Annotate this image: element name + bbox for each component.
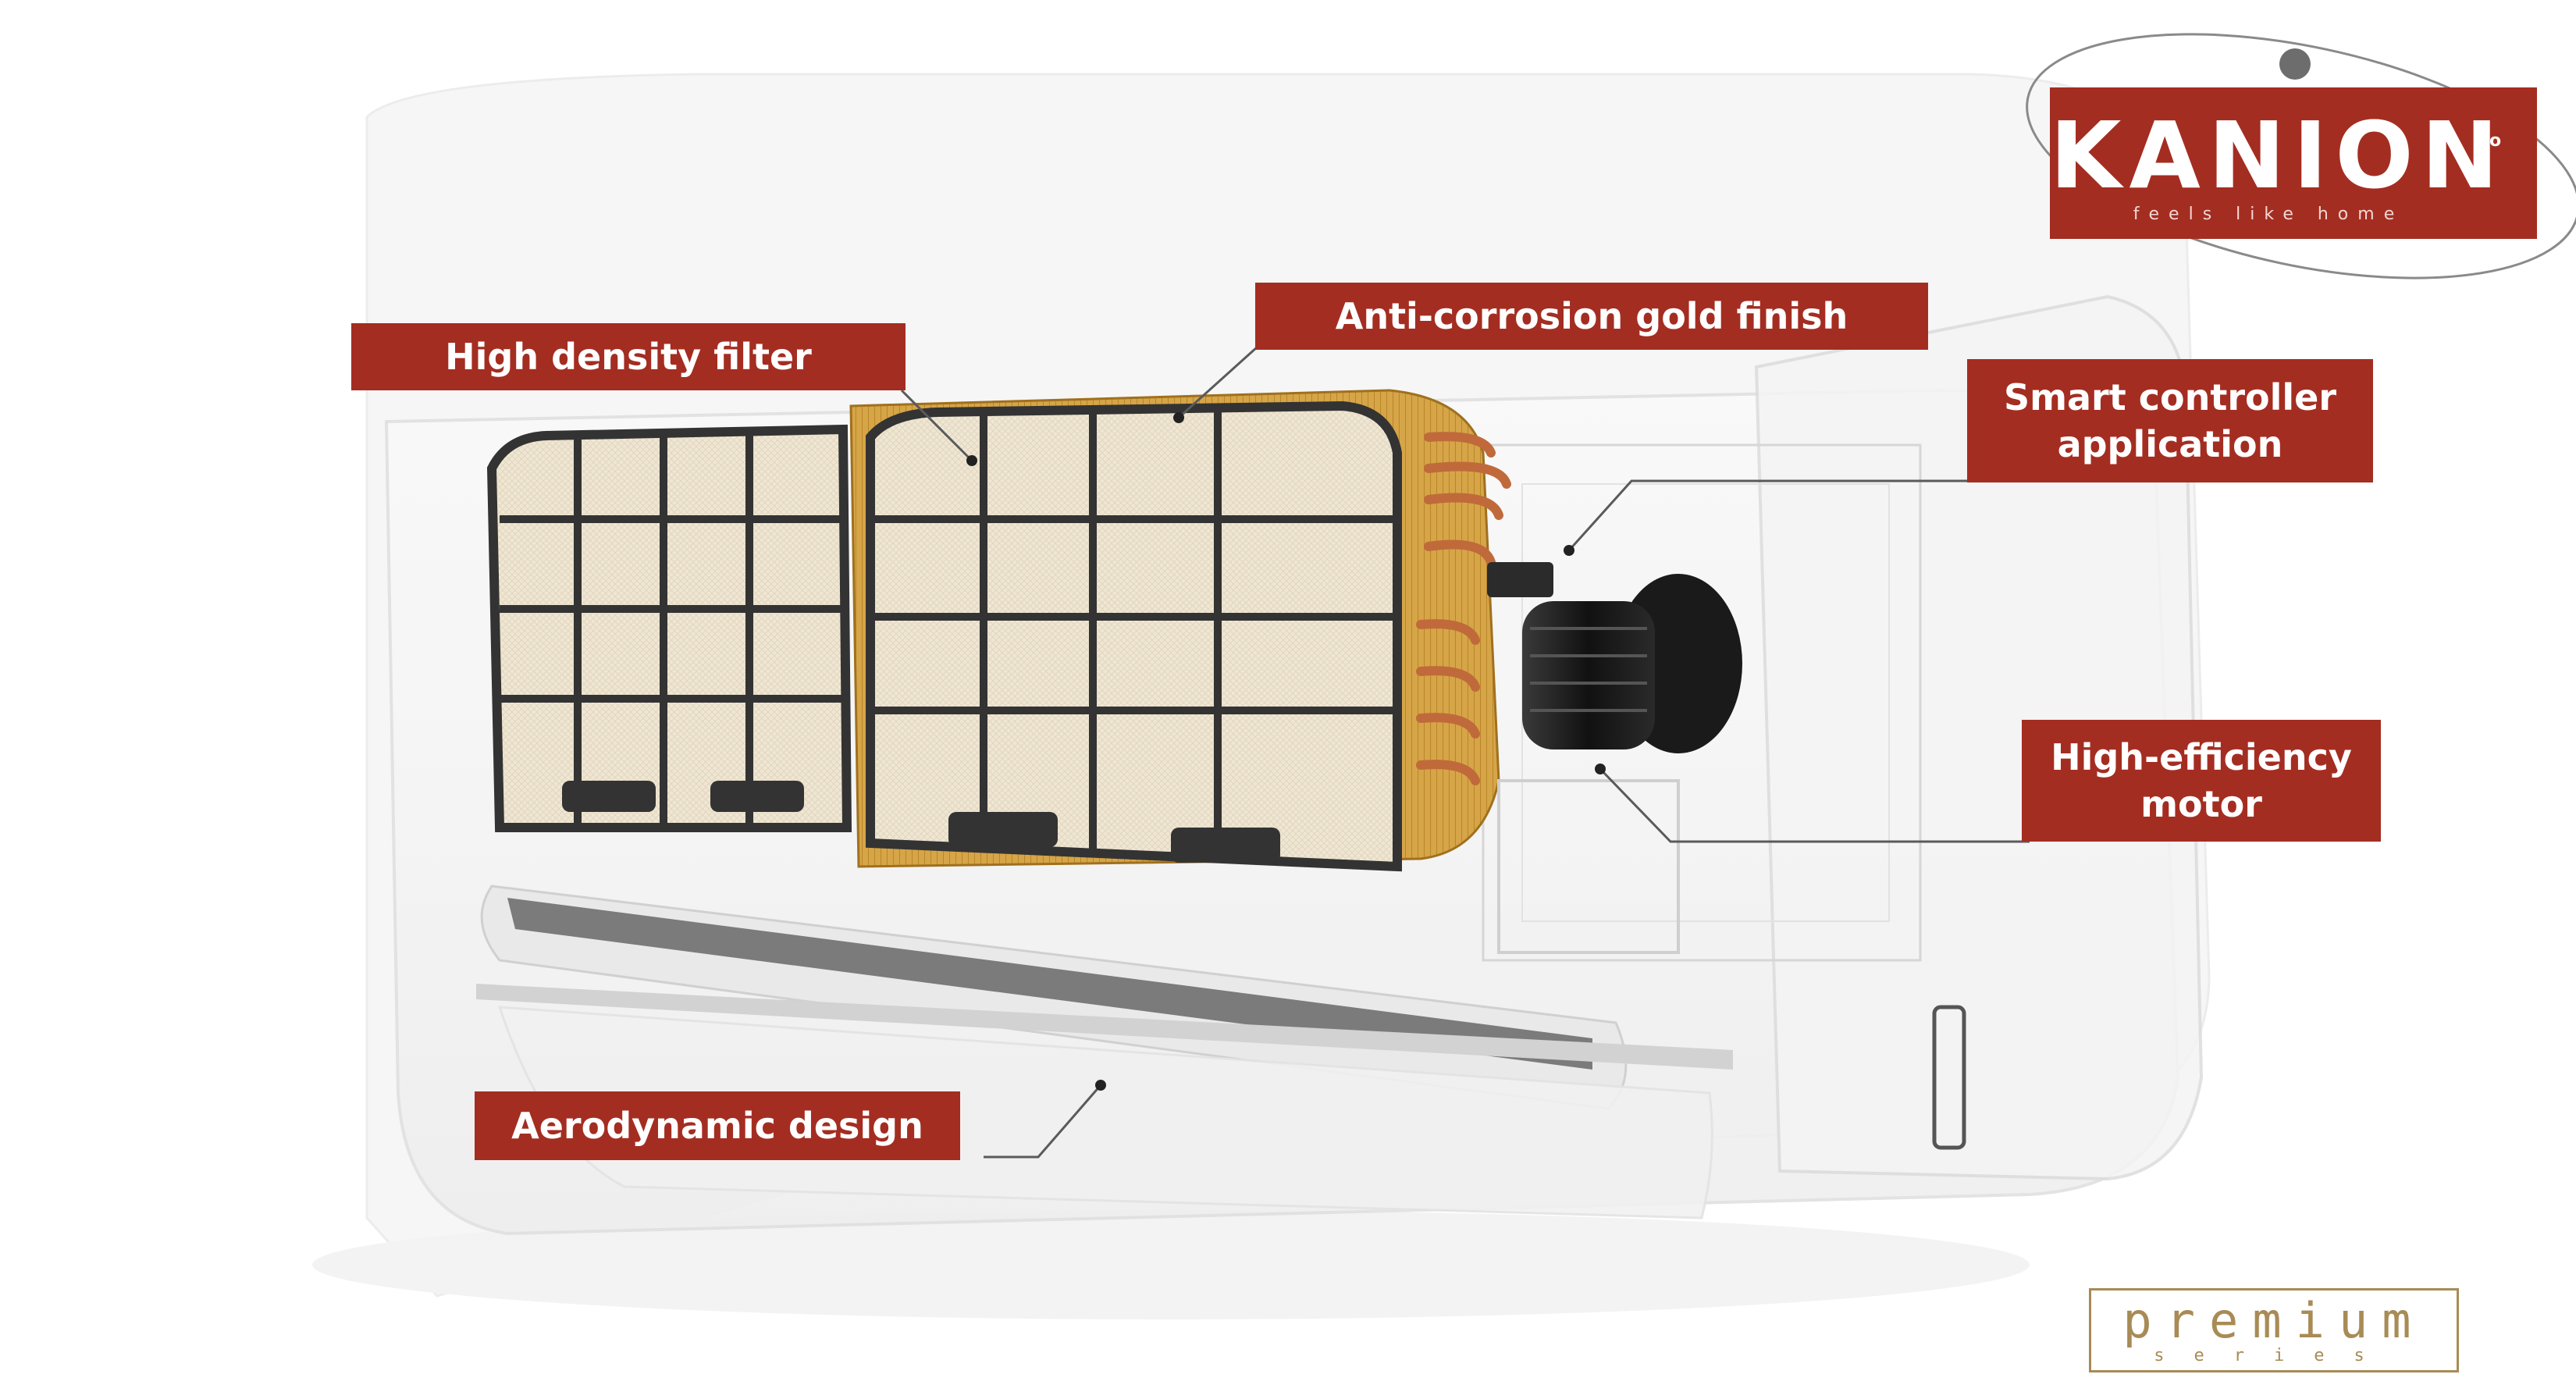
callout-motor: High-efficiency motor	[2022, 720, 2381, 842]
leader-lines	[900, 346, 2030, 1159]
callout-text: Aerodynamic design	[511, 1105, 923, 1147]
flap	[476, 984, 1733, 1070]
callout-text: Smart controller	[2003, 376, 2337, 418]
callout-text: High density filter	[445, 336, 812, 378]
brand-logo: KANION co feels like home	[2050, 87, 2537, 239]
floor-shadow	[312, 1210, 2030, 1319]
callout-text: High-efficiency	[2051, 736, 2352, 778]
bottom-cover	[497, 1006, 1713, 1219]
brand-suffix: co	[2479, 131, 2502, 151]
motor-mount	[1497, 779, 1680, 954]
filter-panel-right	[866, 401, 1402, 872]
side-panel	[1754, 294, 2204, 1181]
brand-name: KANION	[2050, 101, 2507, 209]
globe-icon	[2279, 48, 2311, 80]
callout-high-density-filter: High density filter	[351, 323, 906, 390]
premium-series-badge: premium series	[2089, 1288, 2459, 1372]
callout-text: Anti-corrosion gold finish	[1335, 295, 1848, 337]
motor	[1522, 574, 1742, 753]
copper-tubes	[1416, 432, 1511, 785]
brand-tagline: feels like home	[2133, 205, 2404, 224]
premium-sub: series	[2154, 1346, 2394, 1365]
callout-anti-corrosion: Anti-corrosion gold finish	[1255, 283, 1928, 350]
callout-aerodynamic: Aerodynamic design	[475, 1091, 960, 1160]
blower-wheel	[507, 898, 1592, 1070]
premium-word: premium	[2122, 1292, 2425, 1349]
display-panel	[1932, 1005, 1966, 1150]
filter-panel-left	[486, 424, 852, 832]
logo-orbit	[2026, 33, 2576, 279]
callout-text: application	[2057, 423, 2283, 465]
callout-smart-controller: Smart controller application	[1967, 359, 2373, 482]
control-box	[1487, 562, 1553, 597]
leader-dots	[966, 412, 1606, 1091]
callout-text: motor	[2140, 783, 2262, 825]
